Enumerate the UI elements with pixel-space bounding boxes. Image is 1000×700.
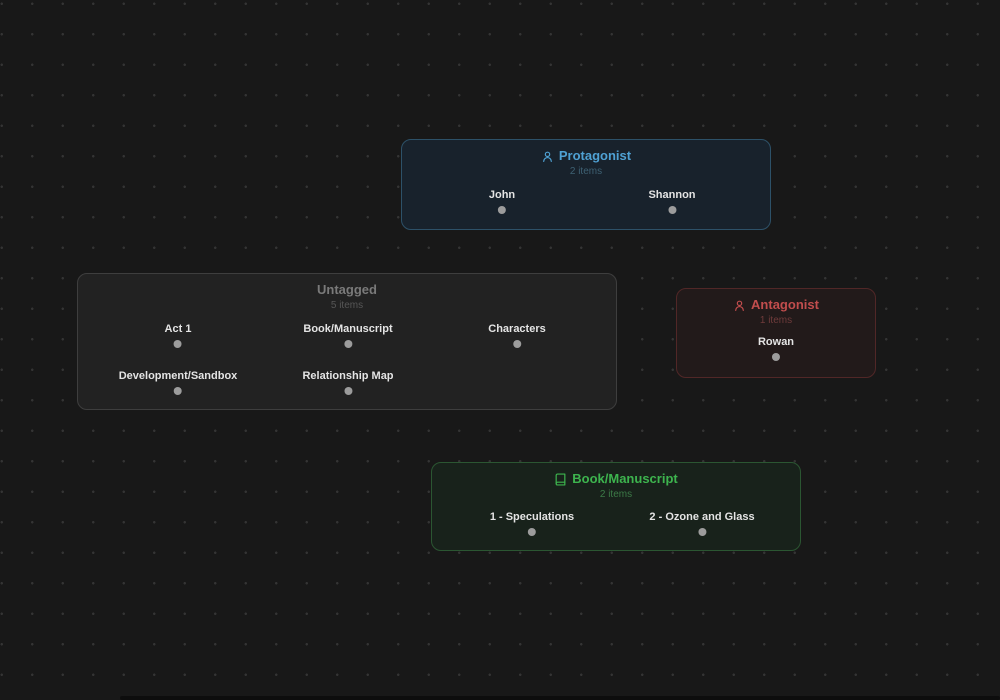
canvas-node-dot[interactable] — [512, 340, 521, 348]
group-antagonist[interactable]: Antagonist 1 items Rowan — [676, 288, 876, 378]
canvas-node[interactable]: Book/Manuscript — [303, 323, 393, 348]
canvas-node-label: Shannon — [648, 189, 696, 201]
group-item-count: 2 items — [599, 489, 633, 500]
person-icon — [733, 299, 746, 312]
canvas-node-label: John — [488, 189, 516, 201]
canvas-node-dot[interactable] — [697, 528, 706, 536]
canvas-node[interactable]: Shannon — [648, 189, 696, 214]
group-protagonist[interactable]: Protagonist 2 items John Shannon — [401, 139, 771, 230]
canvas-node[interactable]: Act 1 — [164, 323, 192, 348]
canvas-node[interactable]: John — [489, 189, 515, 214]
group-title: Book/Manuscript — [432, 471, 800, 487]
canvas-node-dot[interactable] — [344, 387, 352, 395]
canvas-node-dot[interactable] — [498, 206, 506, 214]
canvas-node-dot[interactable] — [343, 340, 352, 348]
canvas-node-label: Act 1 — [164, 323, 192, 335]
group-title-label: Book/Manuscript — [572, 471, 678, 486]
group-item-count: 1 items — [759, 315, 793, 326]
canvas-node-label: Book/Manuscript — [303, 323, 393, 335]
canvas-node-label: 1 - Speculations — [489, 511, 575, 523]
canvas-node-dot[interactable] — [174, 340, 182, 348]
canvas-node-label: 2 - Ozone and Glass — [649, 511, 755, 523]
canvas-node[interactable]: Development/Sandbox — [118, 370, 238, 395]
canvas-node-dot[interactable] — [772, 353, 780, 361]
canvas-node-label: Development/Sandbox — [118, 370, 238, 382]
group-untagged[interactable]: Untagged 5 items Act 1 Book/Manuscript Cha… — [77, 273, 617, 410]
group-title-label: Antagonist — [751, 297, 819, 312]
group-item-count: 2 items — [569, 166, 603, 177]
group-header: Book/Manuscript 2 items — [432, 463, 800, 501]
canvas-node-dot[interactable] — [668, 206, 676, 214]
group-title-label: Untagged — [317, 282, 377, 297]
group-title: Untagged — [78, 282, 616, 298]
group-header: Untagged 5 items — [78, 274, 616, 312]
canvas-node-dot[interactable] — [173, 387, 182, 395]
canvas-node[interactable]: 1 - Speculations — [490, 511, 574, 536]
group-header: Antagonist 1 items — [677, 289, 875, 327]
group-title: Protagonist — [402, 148, 770, 164]
canvas-node[interactable]: 2 - Ozone and Glass — [649, 511, 755, 536]
canvas-node-dot[interactable] — [527, 528, 536, 536]
canvas-node[interactable]: Characters — [488, 323, 546, 348]
canvas-node-label: Rowan — [757, 336, 795, 348]
book-icon — [554, 472, 567, 486]
group-item-count: 5 items — [330, 300, 364, 311]
canvas-node[interactable]: Rowan — [758, 336, 794, 361]
group-book-manuscript[interactable]: Book/Manuscript 2 items 1 - Speculations… — [431, 462, 801, 551]
group-title: Antagonist — [677, 297, 875, 313]
group-header: Protagonist 2 items — [402, 140, 770, 178]
person-icon — [541, 150, 554, 163]
canvas-node[interactable]: Relationship Map — [302, 370, 394, 395]
canvas-node-label: Characters — [488, 323, 546, 335]
canvas-node-label: Relationship Map — [302, 370, 394, 382]
group-title-label: Protagonist — [558, 148, 632, 163]
horizontal-scrollbar[interactable] — [120, 696, 1000, 700]
